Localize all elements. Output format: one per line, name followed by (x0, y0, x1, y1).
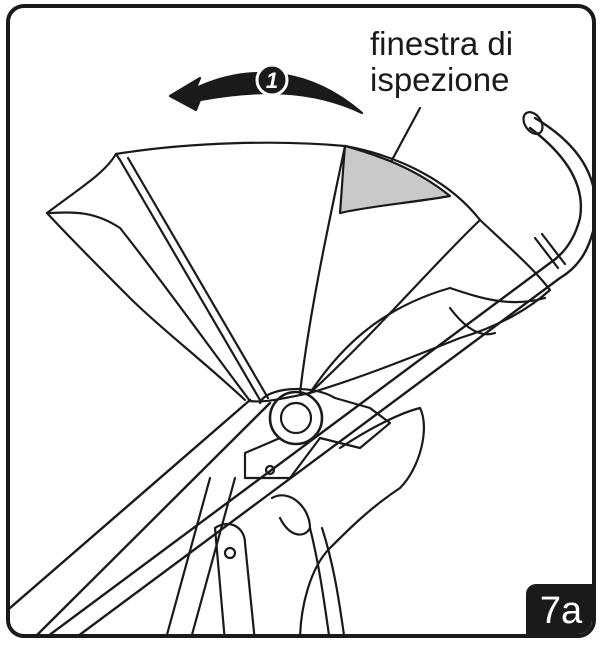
canopy-side-flap (45, 211, 247, 402)
callout-leader (390, 106, 422, 162)
canopy-rib (298, 144, 347, 395)
canopy-fold (448, 286, 547, 304)
callout-line-2: ispezione (370, 61, 510, 98)
stroller-canopy-illustration: 1 (10, 63, 592, 634)
leg-tube (166, 476, 237, 634)
handle-joint (533, 232, 567, 270)
hinge-bracket (243, 436, 322, 480)
hinge-bracket (258, 387, 392, 450)
leg-screw (223, 546, 237, 560)
canopy-rib (114, 152, 262, 402)
handle-bar (48, 126, 583, 634)
arrow-number: 1 (266, 68, 278, 93)
illustration-frame: 1 finestra di ispezione 7a (6, 4, 596, 638)
leg-tube (213, 522, 256, 634)
inspection-window (338, 144, 452, 215)
seat-side (299, 406, 425, 634)
seat-strap (320, 526, 345, 634)
curved-arrow-icon (168, 72, 364, 115)
callout-line-1: finestra di (370, 25, 514, 62)
bracket-screw (264, 464, 276, 476)
frame-tube (10, 398, 272, 634)
canopy-outline (45, 141, 552, 403)
hinge-knob-inner (279, 401, 313, 435)
hinge-knob (268, 390, 324, 446)
arrow-number-badge (255, 63, 289, 97)
canopy-rib (308, 218, 482, 395)
seat-strap (308, 526, 330, 634)
figure-label: 7a (526, 584, 592, 634)
handle-end (522, 111, 544, 135)
inspection-window-callout: finestra di ispezione (370, 26, 513, 98)
canopy-fold (448, 306, 497, 336)
lower-bracket (270, 494, 312, 536)
canopy-seam (308, 286, 452, 395)
handle-bar (78, 116, 592, 634)
canopy-rib (126, 156, 270, 400)
